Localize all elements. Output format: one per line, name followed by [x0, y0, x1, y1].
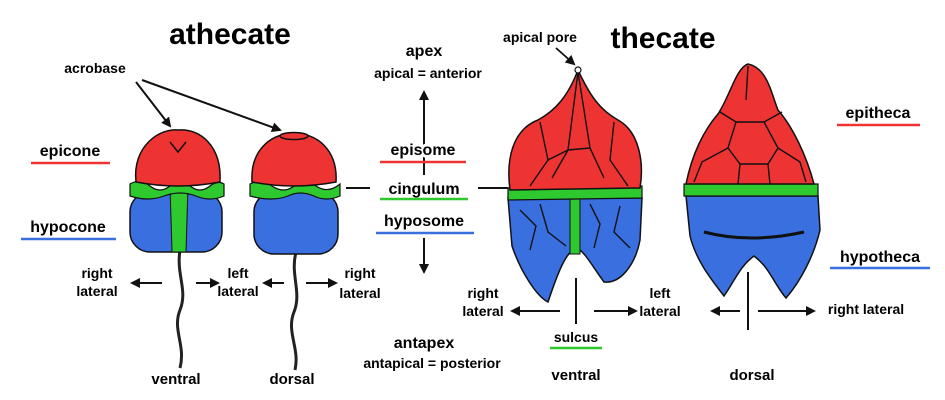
thecate-ventral-sulcus	[569, 193, 581, 255]
acrobase-label: acrobase	[64, 60, 126, 76]
ath-right-lateral-b2: lateral	[339, 285, 380, 301]
antapex-label: antapex	[394, 335, 455, 352]
th-right-lateral: right lateral	[828, 301, 904, 317]
apical-label: apical = anterior	[374, 65, 482, 81]
thecate-dorsal-cingulum	[683, 183, 819, 197]
th-ventral-label: ventral	[551, 367, 600, 384]
thecate-ventral-epitheca-plates	[529, 71, 629, 187]
th-left-lateral-1: left	[650, 285, 671, 301]
thecate-ventral-epitheca	[508, 68, 643, 191]
thecate-dorsal-epitheca-plates	[693, 65, 807, 185]
athecate-dorsal-flagellum	[289, 251, 299, 371]
antapical-label: antapical = posterior	[363, 355, 501, 371]
apex-label: apex	[406, 43, 443, 60]
sulcus-label: sulcus	[554, 329, 599, 345]
epitheca-label: epitheca	[846, 105, 911, 122]
ath-right-lateral-2: lateral	[76, 283, 117, 299]
hypotheca-label: hypotheca	[840, 249, 920, 266]
thecate-dorsal-epitheca	[685, 63, 815, 185]
th-left-lateral-2: lateral	[639, 303, 680, 319]
athecate-ventral-epicone	[134, 129, 221, 187]
hypocone-label: hypocone	[30, 219, 106, 236]
thecate-title: thecate	[610, 22, 715, 55]
episome-label: episome	[391, 142, 456, 159]
ath-ventral-label: ventral	[151, 371, 200, 388]
athecate-dorsal-epicone	[251, 133, 337, 187]
athecate-dorsal-hypocone	[253, 191, 339, 255]
hyposome-label: hyposome	[384, 213, 464, 230]
thecate-dorsal-cell	[683, 63, 821, 300]
athecate-dorsal-cingulum	[249, 180, 341, 200]
ath-left-lateral-2: lateral	[217, 283, 258, 299]
epicone-label: epicone	[40, 143, 101, 160]
ath-dorsal-label: dorsal	[269, 371, 314, 388]
th-right-lateral-2: lateral	[462, 303, 503, 319]
thecate-apical-pore	[574, 66, 582, 74]
athecate-ventral-sulcus	[169, 185, 189, 253]
apical-pore-label: apical pore	[503, 29, 577, 45]
athecate-ventral-cell	[129, 129, 225, 369]
apical-pore-arrow	[555, 47, 576, 66]
athecate-ventral-acrobase-notch	[169, 141, 187, 154]
acrobase-arrow-ventral	[135, 81, 172, 128]
thecate-dorsal-hypotheca	[685, 195, 821, 300]
thecate-ventral-hypotheca-plates	[519, 203, 631, 251]
athecate-ventral-cingulum	[129, 180, 225, 200]
athecate-ventral-flagellum	[175, 249, 185, 369]
acrobase-arrow-dorsal	[141, 79, 282, 132]
ath-left-lateral-1: left	[228, 265, 249, 281]
ath-right-lateral-1: right	[81, 265, 112, 281]
th-right-lateral-1: right	[467, 285, 498, 301]
athecate-title: athecate	[169, 18, 291, 51]
athecate-dorsal-acrobase	[279, 131, 309, 141]
cingulum-label: cingulum	[388, 181, 459, 198]
ath-right-lateral-b1: right	[344, 265, 375, 281]
th-dorsal-label: dorsal	[729, 367, 774, 384]
athecate-dorsal-cell	[249, 131, 341, 371]
thecate-ventral-cell	[507, 66, 643, 304]
thecate-dorsal-hypotheca-plates	[703, 230, 805, 240]
